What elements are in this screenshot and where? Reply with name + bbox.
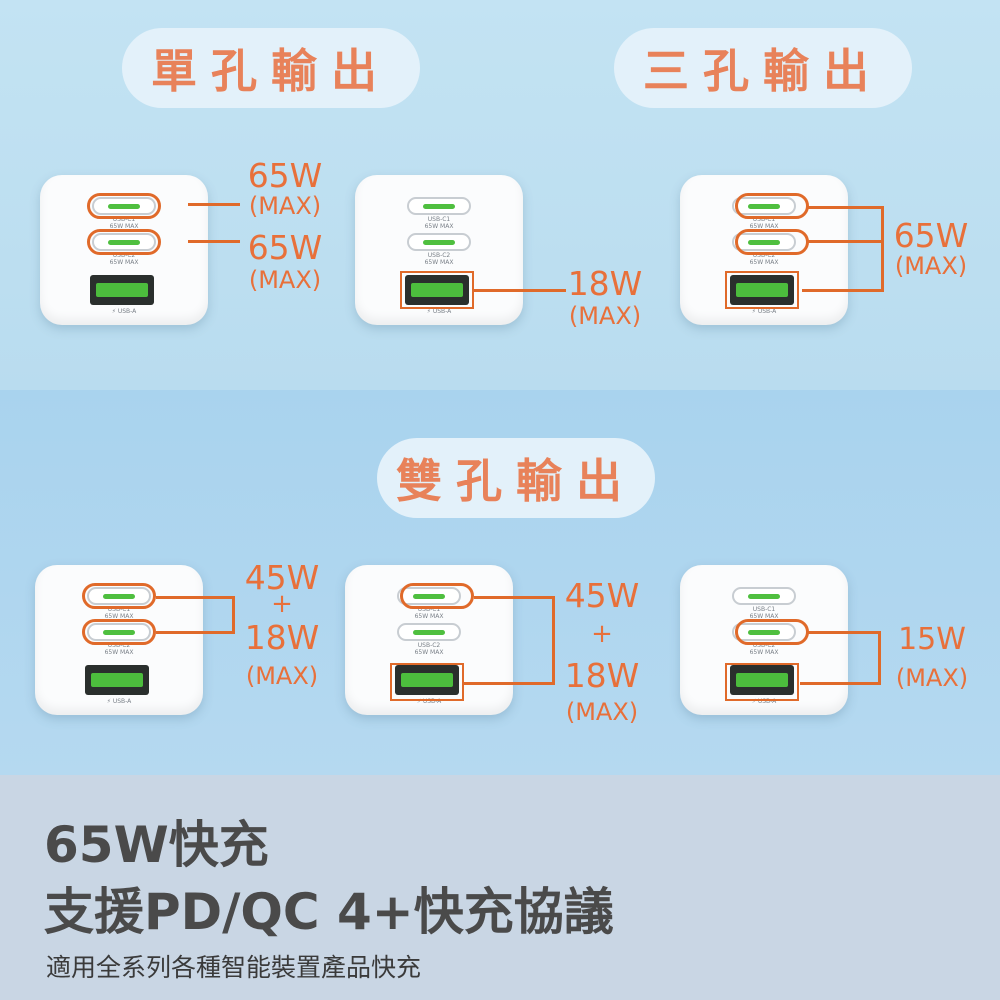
- footer-subtitle: 適用全系列各種智能裝置產品快充: [46, 953, 422, 982]
- max-label: (MAX): [568, 302, 642, 330]
- usb-a-label: ⚡ USB-A: [751, 308, 777, 315]
- connector-line: [808, 240, 884, 243]
- footer-title-line1: 65W快充: [44, 816, 269, 874]
- usb-a-label: ⚡ USB-A: [111, 308, 137, 315]
- highlight-c1: [82, 583, 156, 609]
- wattage-label: 15W: [898, 622, 966, 657]
- connector-line: [878, 631, 881, 685]
- usb-a-port: [730, 665, 794, 695]
- wattage-label: 45W: [244, 558, 320, 597]
- max-label: (MAX): [248, 266, 322, 294]
- max-label: (MAX): [248, 192, 322, 220]
- dual-port-heading: 雙孔輸出: [377, 438, 655, 518]
- connector-line: [232, 596, 235, 634]
- max-label: (MAX): [565, 698, 639, 726]
- connector-line: [156, 596, 234, 599]
- highlight-a: [400, 271, 474, 309]
- connector-line: [188, 240, 240, 243]
- usb-a-label: ⚡ USB-A: [416, 698, 442, 705]
- connector-line: [474, 289, 566, 292]
- highlight-a: [725, 663, 799, 701]
- footer-title-line2: 支援PD/QC 4+快充協議: [44, 883, 614, 941]
- usb-c1-port: [407, 197, 471, 215]
- usb-a-label: ⚡ USB-A: [751, 698, 777, 705]
- wattage-label: 18W: [564, 656, 640, 695]
- wattage-label: 45W: [564, 576, 640, 615]
- highlight-c1: [87, 193, 161, 219]
- connector-line: [881, 206, 884, 292]
- max-label: (MAX): [895, 664, 969, 692]
- highlight-c1: [400, 583, 474, 609]
- connector-line: [802, 289, 884, 292]
- connector-line: [464, 682, 554, 685]
- plus-sign: +: [591, 619, 613, 649]
- max-label: (MAX): [894, 252, 968, 280]
- usb-a-port: [405, 275, 469, 305]
- single-port-heading: 單孔輸出: [122, 28, 420, 108]
- max-label: (MAX): [245, 662, 319, 690]
- usb-a-port: [85, 665, 149, 695]
- wattage-label: 65W: [247, 228, 323, 267]
- wattage-label: 18W: [567, 264, 643, 303]
- connector-line: [474, 596, 554, 599]
- usb-a-port: [730, 275, 794, 305]
- highlight-a: [390, 663, 464, 701]
- connector-line: [808, 206, 884, 209]
- bottom-section: [0, 775, 1000, 1000]
- plus-sign: +: [271, 589, 293, 619]
- usb-a-label: ⚡ USB-A: [106, 698, 132, 705]
- wattage-label: 65W: [893, 216, 969, 255]
- usb-a-label: ⚡ USB-A: [426, 308, 452, 315]
- highlight-c2: [82, 619, 156, 645]
- highlight-a: [725, 271, 799, 309]
- usb-c1-port: [732, 587, 796, 605]
- connector-line: [800, 682, 880, 685]
- triple-port-heading: 三孔輸出: [614, 28, 912, 108]
- highlight-c1: [735, 193, 809, 219]
- wattage-label: 65W: [247, 156, 323, 195]
- connector-line: [156, 631, 234, 634]
- usb-a-port: [395, 665, 459, 695]
- usb-c2-port: [397, 623, 461, 641]
- connector-line: [552, 596, 555, 685]
- connector-line: [808, 631, 880, 634]
- wattage-label: 18W: [244, 618, 320, 657]
- connector-line: [188, 203, 240, 206]
- usb-a-port: [90, 275, 154, 305]
- usb-c2-port: [407, 233, 471, 251]
- highlight-c2: [735, 229, 809, 255]
- highlight-c2: [735, 619, 809, 645]
- highlight-c2: [87, 229, 161, 255]
